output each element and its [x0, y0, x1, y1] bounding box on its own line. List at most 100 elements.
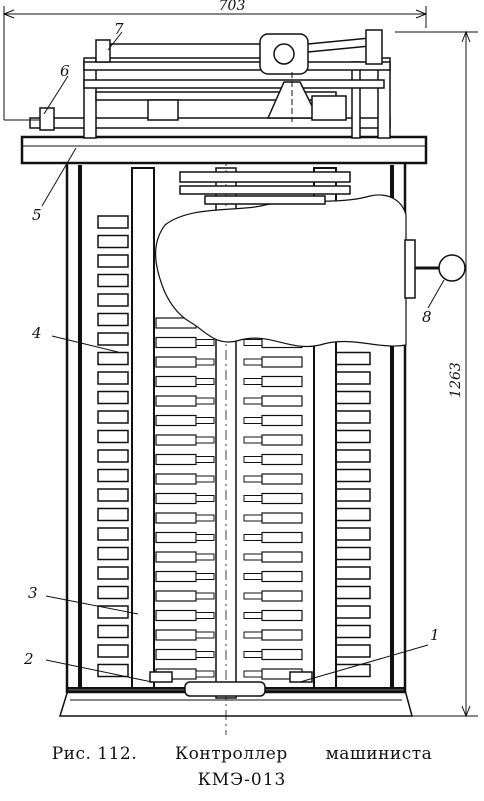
cam-washer: [261, 375, 303, 388]
contact-finger: [97, 488, 129, 502]
controller-diagram: 703 1263: [2, 0, 478, 735]
cam-pin: [243, 592, 263, 600]
cam-washer: [155, 531, 197, 544]
cam-pin: [195, 358, 215, 366]
cam-pin: [195, 592, 215, 600]
contact-finger: [97, 390, 129, 405]
cam-pin: [243, 475, 263, 483]
cam-pin: [195, 534, 215, 541]
cam-washer: [261, 473, 303, 485]
contact-finger: [335, 449, 371, 463]
cam-washer: [261, 570, 303, 583]
dimension-height-label: 1263: [448, 362, 464, 398]
label-3: 3: [28, 584, 38, 602]
label-1: 1: [430, 626, 440, 644]
contact-finger: [97, 644, 129, 658]
contact-finger: [97, 234, 129, 249]
cam-pin: [243, 358, 263, 366]
cam-pin: [243, 397, 263, 405]
leader-lines: [41, 31, 445, 683]
contact-fingers-left: [97, 215, 129, 678]
cam-washer: [155, 492, 197, 505]
cam-pin: [243, 436, 263, 444]
contact-finger: [97, 605, 129, 619]
cam-washer: [261, 492, 303, 505]
cutaway-area: [155, 194, 407, 347]
cam-washer: [261, 629, 303, 641]
cam-pin: [195, 339, 215, 346]
caption-word2: машиниста: [325, 744, 433, 764]
cam-washer: [155, 629, 197, 641]
contact-finger: [97, 507, 129, 522]
contact-finger: [97, 663, 129, 678]
cam-pin: [243, 417, 263, 424]
caption-number: 112.: [97, 744, 138, 764]
contact-finger: [335, 488, 371, 502]
contact-finger: [335, 566, 371, 580]
cam-pin: [243, 495, 263, 502]
cam-pin: [195, 397, 215, 405]
label-6: 6: [60, 62, 70, 80]
cam-washer: [155, 473, 197, 485]
label-4: 4: [31, 324, 42, 342]
cam-pin: [195, 378, 215, 385]
contact-finger: [97, 273, 129, 288]
cam-washer: [261, 531, 303, 544]
cam-pin: [243, 339, 263, 346]
contact-finger: [97, 624, 129, 639]
cam-pin: [195, 573, 215, 580]
cam-pin: [195, 612, 215, 619]
contact-fingers-right: [335, 351, 371, 678]
cam-washer: [155, 570, 197, 583]
contact-finger: [335, 527, 371, 541]
contact-finger: [335, 546, 371, 561]
cam-washer: [261, 395, 303, 407]
cam-pin: [243, 573, 263, 580]
contact-finger: [97, 585, 129, 600]
cam-pin: [243, 514, 263, 522]
cam-pin: [195, 475, 215, 483]
cam-washer: [261, 453, 303, 466]
contact-finger: [97, 449, 129, 463]
contact-finger: [97, 527, 129, 541]
cam-pin: [195, 670, 215, 678]
cam-pin: [243, 631, 263, 639]
cam-washer: [155, 434, 197, 446]
label-7: 7: [114, 20, 124, 38]
contact-finger: [97, 215, 129, 229]
cam-washer: [261, 512, 303, 524]
cam-washers-right: [243, 317, 303, 680]
cam-pin: [243, 378, 263, 385]
cam-pin: [195, 495, 215, 502]
contact-finger: [335, 605, 371, 619]
cam-washer: [155, 648, 197, 661]
top-plate: [20, 117, 428, 165]
contact-finger: [335, 644, 371, 658]
dimension-width: [2, 6, 428, 120]
cam-pin: [243, 670, 263, 678]
cam-pin: [243, 553, 263, 561]
contact-finger: [97, 312, 129, 327]
contact-finger: [335, 468, 371, 483]
figure-caption-line1: Рис. 112. Контроллер машиниста: [0, 744, 484, 764]
contact-finger: [335, 371, 371, 385]
contact-finger: [335, 390, 371, 405]
caption-model: КМЭ-013: [197, 770, 287, 790]
contact-finger: [97, 468, 129, 483]
figure-caption-line2: КМЭ-013: [0, 770, 484, 790]
contact-finger: [335, 585, 371, 600]
caption-word1: Контроллер: [174, 744, 288, 764]
contact-finger: [335, 507, 371, 522]
label-2: 2: [23, 650, 34, 668]
cam-pin: [195, 553, 215, 561]
cam-washer: [155, 395, 197, 407]
cam-washer: [155, 512, 197, 524]
contact-finger: [335, 410, 371, 424]
cam-pin: [195, 631, 215, 639]
contact-finger: [335, 624, 371, 639]
cam-washer: [261, 356, 303, 368]
dimension-height: [395, 30, 478, 718]
dimension-width-label: 703: [219, 0, 246, 14]
cam-washer: [261, 434, 303, 446]
cam-washer: [155, 551, 197, 563]
